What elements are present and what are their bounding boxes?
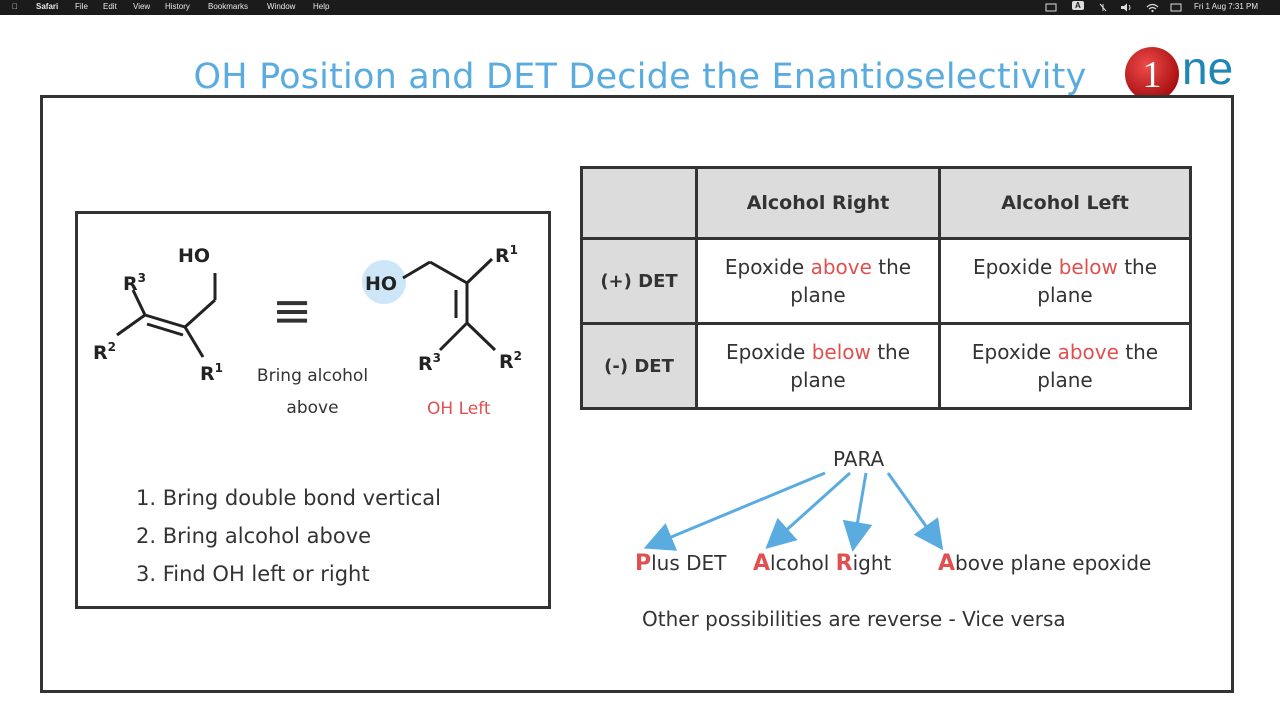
one-logo: 1 ne	[1120, 40, 1260, 104]
menu-help[interactable]: Help	[313, 2, 330, 11]
menu-app-safari[interactable]: Safari	[36, 2, 59, 11]
oh-left-label: OH Left	[427, 399, 491, 419]
para-above-plane: Above plane epoxide	[938, 551, 1152, 576]
bring-alcohol-note: Bring alcohol above	[256, 366, 369, 418]
right-r1-label: R1	[495, 243, 518, 267]
apple-icon[interactable]: 	[12, 2, 18, 11]
row-minus-det: (-) DET	[580, 322, 698, 410]
right-r2-label: R2	[499, 349, 522, 373]
left-oh-label: HO	[178, 245, 210, 267]
logo-text: ne	[1182, 42, 1233, 94]
table-corner	[580, 166, 698, 240]
header-alcohol-right: Alcohol Right	[695, 166, 941, 240]
slide-title: OH Position and DET Decide the Enantiose…	[193, 57, 1087, 97]
input-source-indicator[interactable]: A	[1072, 1, 1084, 10]
row-plus-det: (+) DET	[580, 237, 698, 325]
menu-history[interactable]: History	[165, 2, 190, 11]
menu-edit[interactable]: Edit	[103, 2, 117, 11]
step-2: 2. Bring alcohol above	[136, 524, 372, 548]
screen-mirror-icon[interactable]	[1045, 3, 1057, 12]
arrow-to-alcohol	[765, 471, 852, 550]
menu-file[interactable]: File	[75, 2, 88, 11]
arrow-to-plus	[643, 471, 826, 551]
menu-view[interactable]: View	[133, 2, 151, 11]
user-switch-icon[interactable]	[1170, 3, 1182, 13]
menu-window[interactable]: Window	[267, 2, 296, 11]
para-footer: Other possibilities are reverse - Vice v…	[642, 607, 1066, 631]
para-alcohol-right: Alcohol Right	[753, 551, 892, 576]
arrow-to-above	[886, 472, 944, 551]
step-3: 3. Find OH left or right	[136, 562, 370, 586]
molecule-right-diagram: HO R1 R3 R2	[362, 243, 522, 375]
steps-list: 1. Bring double bond vertical 2. Bring a…	[136, 479, 441, 593]
menu-clock[interactable]: Fri 1 Aug 7:31 PM	[1194, 2, 1259, 11]
right-r3-label: R3	[418, 351, 441, 375]
para-plus-det: Plus DET	[635, 551, 727, 576]
left-r2-label: R2	[93, 340, 116, 364]
right-oh-label: HO	[365, 273, 397, 295]
left-r3-label: R3	[123, 271, 146, 295]
logo-digit: 1	[1143, 54, 1162, 96]
para-arrows	[643, 471, 944, 552]
volume-icon[interactable]	[1120, 3, 1134, 12]
wifi-icon[interactable]	[1146, 3, 1159, 13]
step-1: 1. Bring double bond vertical	[136, 486, 441, 510]
para-head: PARA	[833, 447, 885, 471]
slide: OH Position and DET Decide the Enantiose…	[0, 15, 1280, 720]
header-alcohol-left: Alcohol Left	[938, 166, 1192, 240]
menu-bar:  Safari File Edit View History Bookmark…	[0, 0, 1280, 15]
para-mnemonic: PARA Plus DET Alcohol Right Above plane …	[560, 435, 1240, 655]
equivalence-symbol: ≡	[272, 283, 313, 339]
molecule-left-diagram: HO R3 R2 R1	[93, 245, 223, 385]
bluetooth-off-icon[interactable]	[1098, 3, 1108, 12]
left-r1-label: R1	[200, 361, 223, 385]
det-table: Alcohol Right Alcohol Left (+) DET Epoxi…	[580, 166, 1192, 410]
menu-bookmarks[interactable]: Bookmarks	[208, 2, 249, 11]
arrow-to-right	[842, 472, 873, 552]
